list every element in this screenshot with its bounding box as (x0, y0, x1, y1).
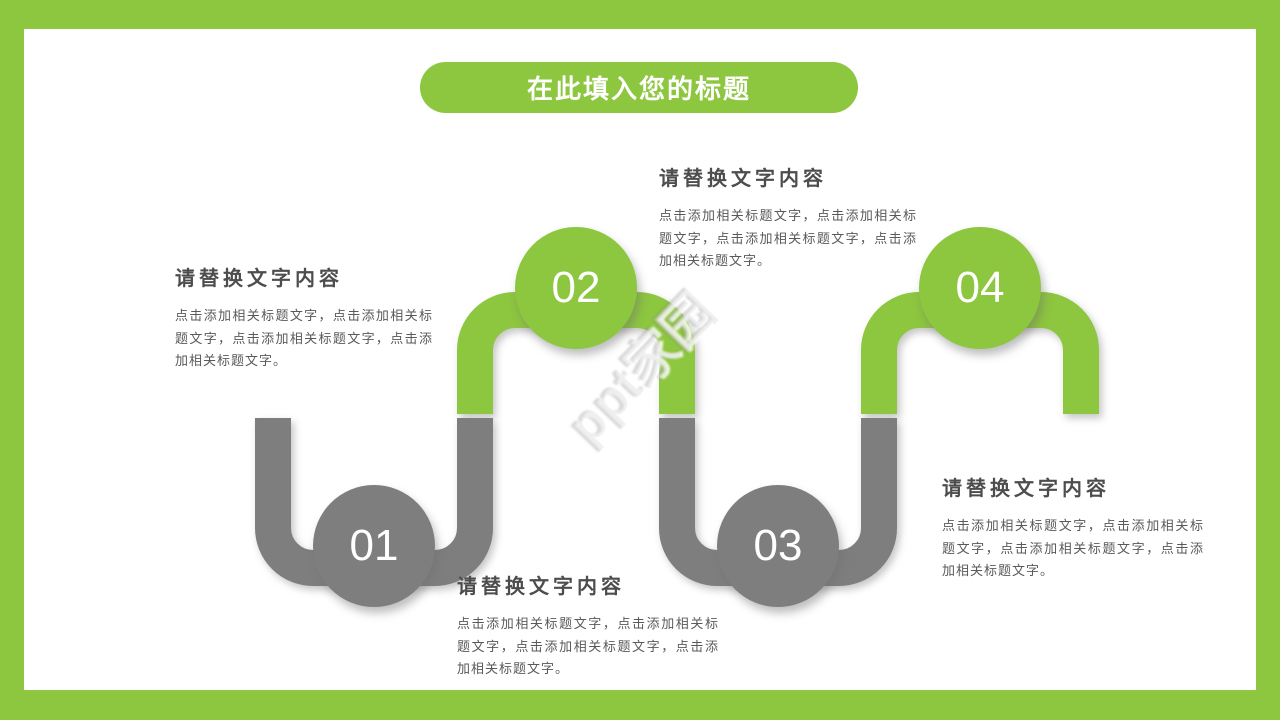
step-circle-01: 01 (313, 485, 435, 607)
step1-heading: 请替换文字内容 (175, 268, 343, 290)
text-block-step3: 请替换文字内容 点击添加相关标题文字，点击添加相关标题文字，点击添加相关标题文字… (457, 570, 719, 681)
text-block-step4: 请替换文字内容 点击添加相关标题文字，点击添加相关标题文字，点击添加相关标题文字… (942, 472, 1204, 583)
step2-heading: 请替换文字内容 (659, 168, 827, 190)
step3-heading: 请替换文字内容 (457, 576, 625, 598)
text-block-step2: 请替换文字内容 点击添加相关标题文字，点击添加相关标题文字，点击添加相关标题文字… (659, 162, 917, 273)
text-block-step1: 请替换文字内容 点击添加相关标题文字，点击添加相关标题文字，点击添加相关标题文字… (175, 262, 433, 373)
step-circle-03: 03 (717, 485, 839, 607)
step1-body: 点击添加相关标题文字，点击添加相关标题文字，点击添加相关标题文字，点击添加相关标… (175, 308, 433, 368)
step-number-01: 01 (349, 521, 399, 570)
step-number-03: 03 (753, 521, 803, 570)
step3-body: 点击添加相关标题文字，点击添加相关标题文字，点击添加相关标题文字，点击添加相关标… (457, 616, 719, 676)
step-circle-04: 04 (919, 227, 1041, 349)
step2-body: 点击添加相关标题文字，点击添加相关标题文字，点击添加相关标题文字，点击添加相关标… (659, 208, 917, 268)
step-number-02: 02 (551, 263, 601, 312)
step-circle-02: 02 (515, 227, 637, 349)
step4-body: 点击添加相关标题文字，点击添加相关标题文字，点击添加相关标题文字，点击添加相关标… (942, 518, 1204, 578)
title-banner: 在此填入您的标题 (420, 62, 858, 113)
step-number-04: 04 (955, 263, 1005, 312)
step4-heading: 请替换文字内容 (942, 478, 1110, 500)
slide-title: 在此填入您的标题 (526, 74, 751, 104)
